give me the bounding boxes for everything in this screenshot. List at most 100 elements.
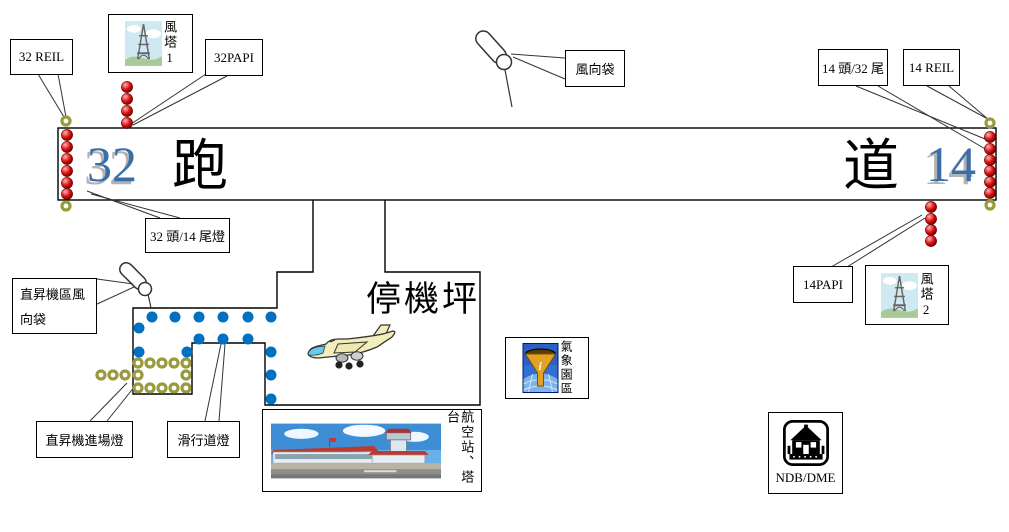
reil-light [984,199,996,211]
label-ndb-dme-text: NDB/DME [775,470,836,485]
label-taxiway-lights-text: 滑行道燈 [177,433,230,448]
runway-14-threshold-light [984,165,996,177]
label-ndb-dme: NDB/DME [768,412,843,494]
runway-14-threshold-light [984,154,996,166]
eiffel-tower-icon [124,21,162,66]
label-14-papi-text: 14PAPI [803,276,843,292]
label-wind-tower-1: 風塔1 [108,14,193,73]
label-wind-tower-2: 風塔2 [865,265,949,325]
callout-line [512,56,566,80]
callout-line [218,343,226,422]
label-14-papi: 14PAPI [793,266,853,303]
helipad-light [180,357,192,369]
helipad-light [168,382,180,394]
label-32-head-14-tail-lights: 32 頭/14 尾燈 [145,218,230,253]
papi-14-light [925,201,937,213]
label-wind-tower-1-text: 風塔1 [162,20,178,67]
label-windsock-text: 風向袋 [575,62,615,77]
eiffel-tower-icon [881,272,919,318]
callout-line [86,190,161,219]
helipad-light [132,382,144,394]
runway-32-threshold-light [61,177,73,189]
papi-32-light [121,81,133,93]
label-32-papi-text: 32PAPI [214,49,254,65]
label-14-reil: 14 REIL [903,49,960,86]
taxiway-light [217,333,229,345]
runway-number-32: 32 [87,136,137,192]
taxiway-light [181,346,193,358]
callout-line [37,73,65,118]
helipad-light [156,382,168,394]
callout-line [106,385,136,422]
helipad-light [95,369,107,381]
runway-14-threshold-light [984,143,996,155]
taxiway-light [193,333,205,345]
svg-text:i: i [538,359,542,373]
helipad-light [132,369,144,381]
runway-14-threshold-light [984,131,996,143]
label-weather-park: i 氣象園區 [505,337,589,399]
callout-line [132,75,228,126]
runway-char-pao: 跑 [172,136,228,198]
taxiway-light [193,311,205,323]
callout-line [57,73,67,118]
label-heliport-approach-lights: 直昇機進場燈 [36,421,133,458]
taxiway-light [146,311,158,323]
callout-line [846,217,926,268]
callout-line [130,73,207,125]
runway-number-14: 14 [926,136,976,192]
taxiway-light [242,333,254,345]
label-heliport-approach-lights-text: 直昇機進場燈 [45,433,124,448]
apron-title: 停機坪 [366,280,481,319]
helipad-light [180,382,192,394]
label-terminal-tower-text: 航空站、塔台 [445,410,475,485]
papi-14-light [925,235,937,247]
label-windsock: 風向袋 [565,50,625,87]
taxiway-light [133,322,145,334]
papi-32-light [121,117,133,129]
runway-32-threshold-light [61,129,73,141]
label-32-reil-text: 32 REIL [18,49,65,64]
helipad-light [168,357,180,369]
helipad-light [156,357,168,369]
callout-line [96,278,134,285]
label-taxiway-lights: 滑行道燈 [167,421,240,458]
taxiway-light [169,311,181,323]
airplane-icon [307,324,396,370]
callout-line [510,53,566,59]
runway-32-threshold-light [61,153,73,165]
helipad-light [132,357,144,369]
label-terminal-tower: 航空站、塔台 [262,409,482,492]
label-weather-park-text: 氣象園區 [559,340,574,396]
helipad-light [144,357,156,369]
runway-32-threshold-light [61,188,73,200]
label-wind-tower-2-text: 風塔2 [918,271,934,319]
runway-14-threshold-light [984,176,996,188]
helipad-light [144,382,156,394]
reil-light [984,117,996,129]
runway-32-threshold-light [61,165,73,177]
papi-32-light [121,93,133,105]
label-14-reil-text: 14 REIL [908,59,955,75]
label-32-head-14-tail-lights-text: 32 頭/14 尾燈 [149,229,226,244]
callout-line [877,85,988,151]
callout-line [204,343,222,422]
taxiway-light [265,393,277,405]
callout-line [94,286,135,306]
heliport-windsock-icon [119,262,153,297]
taxiway-apron-outline [132,200,481,406]
helipad-light [119,369,131,381]
callout-line [948,85,990,121]
label-32-reil: 32 REIL [10,39,73,75]
taxiway-light [217,311,229,323]
label-heliport-windsock-line1: 直昇機區風 [20,287,86,302]
callout-line [855,85,986,140]
label-14-head-32-tail: 14 頭/32 尾 [818,49,888,86]
ndb-house-icon [782,420,829,466]
callout-line [830,214,923,268]
windsock-pole [147,293,152,309]
papi-14-light [925,213,937,225]
taxiway-light [133,346,145,358]
